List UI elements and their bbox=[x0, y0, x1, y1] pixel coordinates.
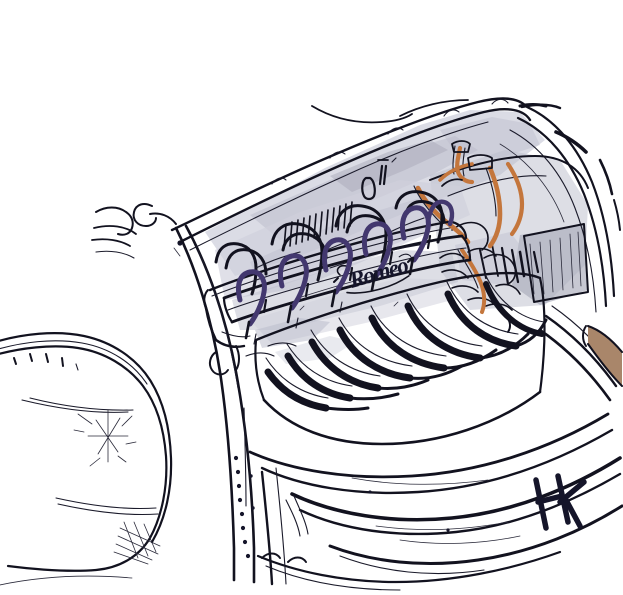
headlight-sparkle bbox=[73, 409, 137, 467]
fender-rivets bbox=[13, 353, 79, 371]
cowl-post bbox=[91, 203, 256, 584]
artist-signature: HK bbox=[533, 473, 587, 531]
block-hatching bbox=[529, 231, 582, 295]
fender-headlight bbox=[0, 332, 173, 586]
cowl-rivets bbox=[233, 455, 255, 559]
running-board bbox=[248, 412, 623, 591]
spark-plug-wires bbox=[235, 199, 455, 345]
hood-louvers bbox=[254, 271, 548, 446]
radiator-hose-stub bbox=[582, 325, 623, 387]
fender-hatching bbox=[113, 521, 161, 565]
hood-underside bbox=[170, 97, 621, 313]
